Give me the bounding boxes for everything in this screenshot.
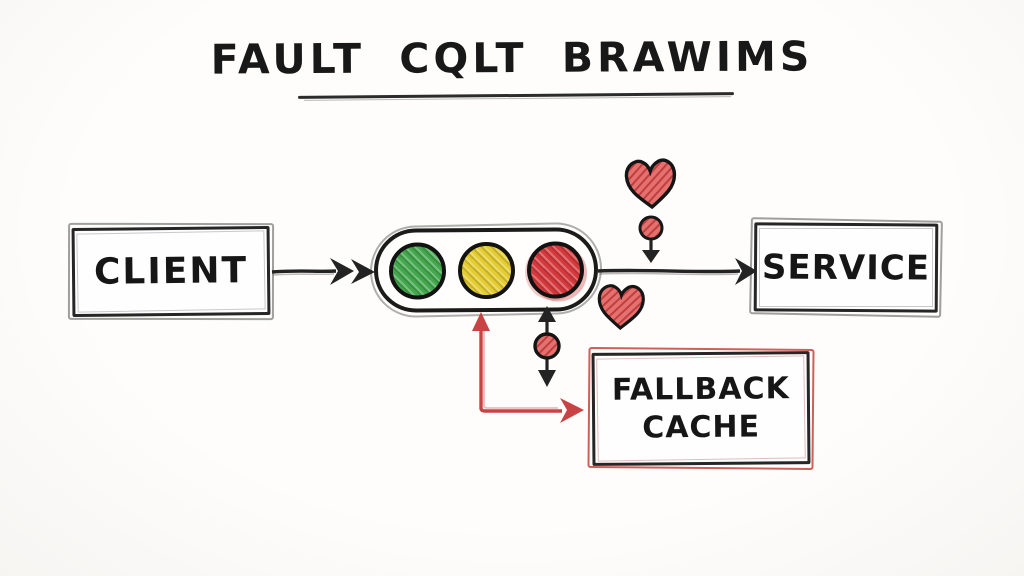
page-title: FAULT CQLT BRAWIMS xyxy=(210,32,814,84)
client-to-breaker-arrow xyxy=(271,258,375,285)
client-node: CLIENT xyxy=(71,225,271,318)
title-underline xyxy=(297,92,735,99)
fallback-label-line2: CACHE xyxy=(642,408,761,446)
probe-double-arrow xyxy=(533,306,561,387)
fallback-redirect-arrow xyxy=(472,312,584,423)
success-dot-down-arrow xyxy=(638,215,664,263)
breaker-light-open-icon xyxy=(526,240,584,299)
client-label: CLIENT xyxy=(93,250,249,293)
fallback-label-line1: FALLBACK xyxy=(611,371,790,408)
circuit-breaker-icon xyxy=(373,227,599,313)
breaker-to-service-arrow xyxy=(597,258,757,285)
service-node: SERVICE xyxy=(753,222,939,313)
heart-icon-bottom xyxy=(597,284,645,331)
fallback-cache-label: FALLBACK CACHE xyxy=(612,370,791,447)
service-label: SERVICE xyxy=(761,246,931,289)
heart-icon-top xyxy=(624,158,677,210)
fallback-cache-node: FALLBACK CACHE xyxy=(591,351,811,466)
breaker-light-half-open-icon xyxy=(457,241,515,299)
breaker-light-closed-icon xyxy=(388,241,446,300)
